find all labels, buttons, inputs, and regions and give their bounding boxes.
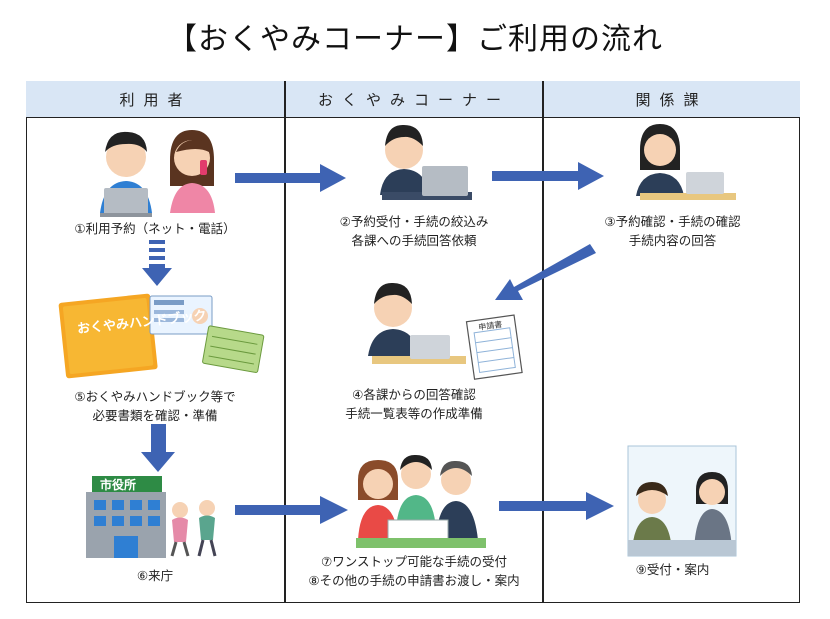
id-card-icon — [149, 295, 213, 335]
city-hall-label: 市役所 — [100, 477, 136, 492]
staff-clerk-review-icon — [368, 282, 466, 364]
counter-reception-icon — [627, 445, 737, 557]
step-2-line-2: 各課への手続回答依頼 — [351, 233, 477, 248]
form-label: 申請書 — [478, 319, 503, 332]
application-form-icon — [465, 314, 523, 380]
arrow-right-icon — [499, 492, 614, 520]
user-woman-phone-icon — [170, 130, 215, 213]
staff-woman-laptop-icon — [636, 124, 736, 200]
step-5-caption: ⑤おくやみハンドブック等で 必要書類を確認・準備 — [50, 387, 260, 425]
step-6-caption: ⑥来庁 — [136, 568, 174, 583]
step-8-line: ⑧その他の手続の申請書お渡し・案内 — [308, 573, 520, 588]
step-4-line-1: ④各課からの回答確認 — [352, 387, 476, 402]
step-2-caption: ②予約受付・手続の絞込み 各課への手続回答依頼 — [300, 212, 528, 250]
user-man-laptop-icon — [100, 131, 152, 217]
step-3-caption: ③予約確認・手続の確認 手続内容の回答 — [560, 212, 785, 250]
arrow-right-icon — [235, 496, 348, 524]
column-header-corner: おくやみコーナー — [285, 81, 543, 118]
handbook-icon — [58, 293, 158, 379]
page-title: 【おくやみコーナー】ご利用の流れ — [167, 22, 663, 57]
step-5-line-2: 必要書類を確認・準備 — [92, 408, 218, 423]
column-header-departments: 関係課 — [543, 81, 800, 118]
step-7-line: ⑦ワンストップ可能な手続の受付 — [321, 554, 507, 569]
arrow-diagonal-down-left-icon — [495, 244, 596, 300]
column-header-user: 利用者 — [26, 81, 285, 118]
step-1-caption: ①利用予約（ネット・電話） — [74, 221, 236, 236]
city-hall-icon — [86, 476, 166, 558]
arrow-down-icon — [141, 424, 175, 472]
step-3-line-1: ③予約確認・手続の確認 — [604, 214, 741, 229]
step-3-line-2: 手続内容の回答 — [628, 233, 717, 248]
pension-book-icon — [202, 325, 265, 373]
step-4-caption: ④各課からの回答確認 手続一覧表等の作成準備 — [300, 385, 528, 423]
step-9-caption: ⑨受付・案内 — [635, 562, 710, 577]
arrow-right-icon — [492, 162, 604, 190]
family-consultation-icon — [356, 454, 486, 548]
visitors-walking-icon — [170, 500, 217, 557]
step-4-line-2: 手続一覧表等の作成準備 — [345, 406, 483, 421]
staff-clerk-laptop-icon — [380, 124, 472, 200]
step-2-line-1: ②予約受付・手続の絞込み — [339, 214, 489, 229]
arrow-right-icon — [235, 164, 346, 192]
step-5-line-1: ⑤おくやみハンドブック等で — [74, 389, 236, 404]
step-7-8-caption: ⑦ワンストップ可能な手続の受付 ⑧その他の手続の申請書お渡し・案内 — [290, 552, 538, 590]
column-divider — [542, 81, 544, 603]
column-divider — [284, 81, 286, 603]
arrow-dashed-down-icon — [142, 240, 172, 286]
